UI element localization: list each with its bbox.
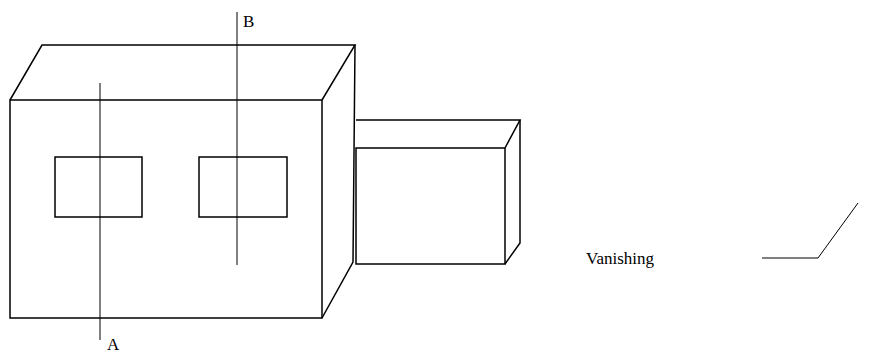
note-label: Vanishing [586, 250, 654, 267]
vanishing-line [762, 203, 858, 258]
window [55, 157, 142, 217]
annex-side [505, 120, 520, 264]
section-line [237, 12, 238, 265]
section-label: B [243, 13, 254, 30]
annex-top [356, 120, 520, 148]
section-label: A [107, 336, 119, 353]
top-face [10, 45, 355, 100]
front-face [10, 100, 322, 318]
annex-front [356, 148, 505, 264]
section-line [100, 83, 101, 340]
window [199, 157, 287, 217]
side-face [322, 45, 355, 318]
